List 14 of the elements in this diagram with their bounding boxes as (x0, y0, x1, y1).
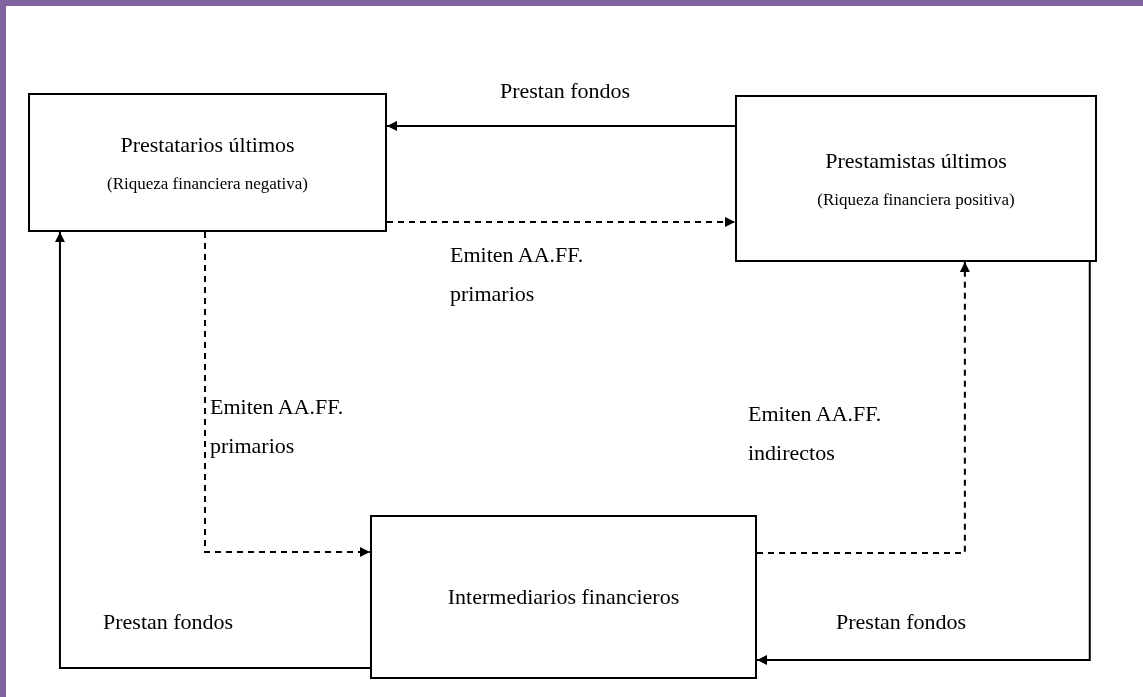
entity-box (370, 515, 757, 679)
entity-box (735, 95, 1097, 262)
arrow (756, 261, 1091, 665)
box-title: Prestamistas últimos (825, 146, 1007, 175)
box-subtitle: (Riqueza financiera negativa) (106, 172, 309, 195)
box-title: Intermediarios financieros (447, 582, 680, 611)
arrow (756, 261, 970, 554)
arrow (386, 216, 736, 227)
box-subtitle: (Riqueza financiera positiva) (817, 188, 1015, 211)
arrow (54, 231, 371, 669)
entity-box (28, 93, 387, 232)
arrow (386, 120, 736, 131)
arrow (204, 231, 371, 557)
box-title: Prestatarios últimos (120, 130, 295, 159)
